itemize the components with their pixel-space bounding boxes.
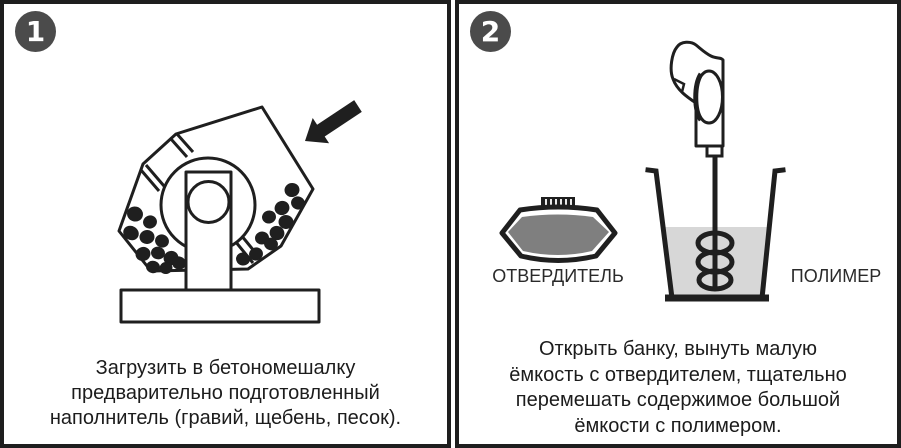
polymer-label: ПОЛИМЕР: [791, 266, 882, 286]
caption-line: перемешать содержимое большой: [515, 389, 841, 411]
hardener-can-icon: [499, 197, 618, 263]
caption-line: Открыть банку, вынуть малую: [538, 338, 818, 360]
mixing-coil-icon: [695, 230, 735, 292]
load-arrow-icon: [305, 100, 362, 144]
mixing-illustration: ОТВЕРДИТЕЛЬ: [492, 40, 882, 302]
caption-line: ёмкость с отвердителем, тщательно: [509, 363, 847, 386]
concrete-mixer-illustration: [117, 100, 362, 324]
caption-line: наполнитель (гравий, щебень, песок).: [49, 407, 402, 429]
mixer-drum: [117, 105, 321, 324]
caption-line: ёмкости с полимером.: [574, 414, 782, 437]
panel-step-1: 1: [0, 0, 451, 448]
caption-line: предварительно подготовленный: [71, 382, 380, 404]
drill-mixer-icon: [669, 40, 725, 158]
panel-step-2: 2 ОТВЕРДИТЕЛЬ: [455, 0, 901, 448]
step-1-caption: Загрузить в бетономешалку предварительно…: [4, 356, 447, 431]
step-2-badge: 2: [470, 11, 511, 52]
caption-line: Загрузить в бетономешалку: [95, 357, 356, 379]
polymer-bucket-icon: [645, 156, 786, 302]
aggregate-pebbles-icon: [123, 182, 305, 275]
hardener-label: ОТВЕРДИТЕЛЬ: [492, 266, 624, 286]
step-1-badge: 1: [15, 11, 56, 52]
step-2-caption: Открыть банку, вынуть малую ёмкость с от…: [459, 337, 897, 439]
